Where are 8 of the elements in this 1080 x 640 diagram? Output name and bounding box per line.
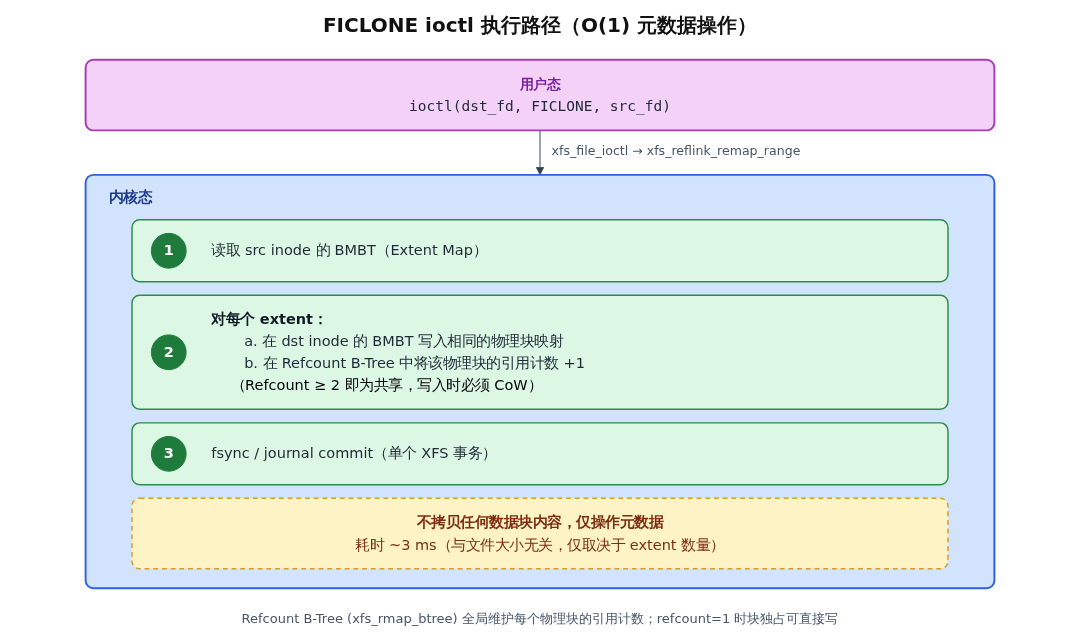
diagram-title: FICLONE ioctl 执行路径（O(1) 元数据操作） — [322, 12, 758, 39]
node-circle: 3 — [150, 435, 187, 472]
node-circle: 1 — [150, 232, 187, 269]
node-box: 不拷贝任何数据块内容，仅操作元数据 耗时 ~3 ms（与文件大小无关，仅取决于 extent 数量） — [131, 497, 949, 570]
node-circle: 2 — [150, 334, 187, 371]
caption-note: Refcount B-Tree (xfs_rmap_btree) 全局维护每个物理块的引用计数；refcount=1 时块独占可直接写 — [241, 610, 839, 628]
edge-label: xfs_file_ioctl → xfs_reflink_remap_range — [551, 143, 801, 158]
node-box: 用户态 ioctl(dst_fd, FICLONE, src_fd) — [84, 58, 996, 132]
